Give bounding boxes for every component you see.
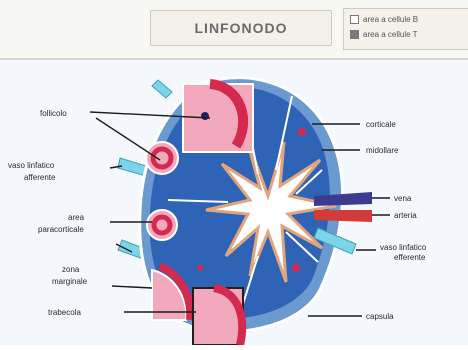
label-capsula: capsula xyxy=(366,312,394,321)
label-zona-2: marginale xyxy=(52,277,88,286)
label-arteria: arteria xyxy=(394,211,417,220)
label-paracorticale-2: paracorticale xyxy=(38,225,84,234)
label-vaso-afferente-2: afferente xyxy=(24,173,56,182)
legend-item-t-cells: area a cellule T xyxy=(350,30,418,39)
artery-vessel xyxy=(314,210,372,222)
cortex-spot-3 xyxy=(197,265,203,271)
follicle-left-upper xyxy=(146,142,178,174)
label-corticale: corticale xyxy=(366,120,396,129)
label-vaso-efferente-1: vaso linfatico xyxy=(380,243,427,252)
legend-label-b: area a cellule B xyxy=(363,15,418,24)
afferent-vessel-topmost xyxy=(152,80,172,98)
label-vaso-efferente-2: efferente xyxy=(394,253,426,262)
cortex-spot-2 xyxy=(292,264,300,272)
label-zona-1: zona xyxy=(62,265,80,274)
header-bar: LINFONODO area a cellule B area a cellul… xyxy=(0,0,468,60)
label-trabecola: trabecola xyxy=(48,308,81,317)
label-follicolo: follicolo xyxy=(40,109,67,118)
afferent-vessel-top xyxy=(118,158,146,176)
follicle-bottom-inset xyxy=(193,288,243,345)
legend-item-b-cells: area a cellule B xyxy=(350,15,418,24)
label-vaso-afferente-1: vaso linfatico xyxy=(8,161,55,170)
legend-swatch-white xyxy=(350,15,359,24)
legend-box: area a cellule B area a cellule T xyxy=(343,8,468,50)
follicle-top-right-big xyxy=(183,84,253,152)
legend-label-t: area a cellule T xyxy=(363,30,418,39)
label-paracorticale-1: area xyxy=(68,213,85,222)
cortex-spot-1 xyxy=(298,128,306,136)
lymph-node-diagram: corticale midollare vena arteria vaso li… xyxy=(0,60,468,345)
legend-swatch-gray xyxy=(350,30,359,39)
label-midollare: midollare xyxy=(366,146,399,155)
follicle-left-middle xyxy=(147,210,177,240)
label-vena: vena xyxy=(394,194,412,203)
diagram-area: corticale midollare vena arteria vaso li… xyxy=(0,60,468,345)
diagram-title: LINFONODO xyxy=(150,10,332,46)
